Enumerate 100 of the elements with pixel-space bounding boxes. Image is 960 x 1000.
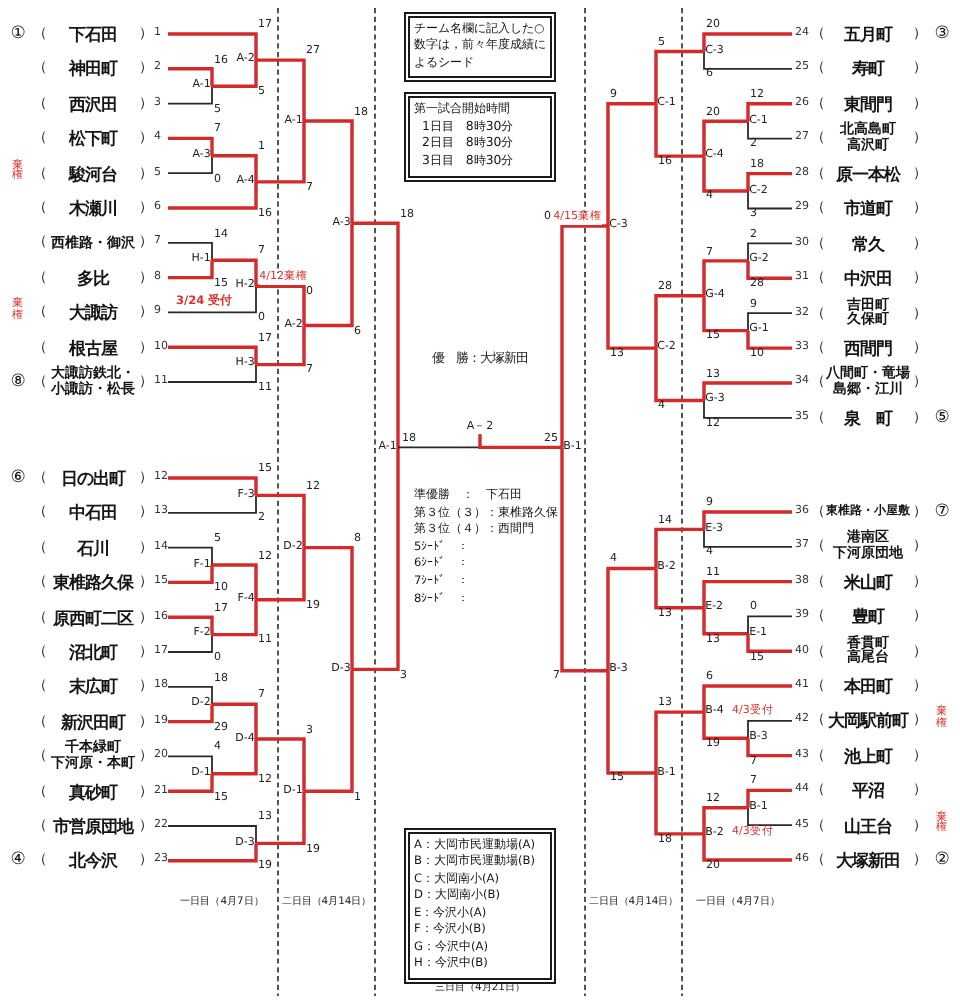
team-name: 真砂町 <box>69 782 117 800</box>
team-name: 西間門 <box>844 339 892 357</box>
bracket-line <box>478 434 562 450</box>
bracket-line <box>168 476 258 496</box>
team-name: 木瀬川 <box>69 199 117 217</box>
bracket-line <box>168 565 214 585</box>
bracket-line <box>256 493 306 548</box>
bracket-line <box>702 510 792 530</box>
team-name: 東椎路久保 <box>53 574 133 591</box>
bracket-line <box>702 712 748 740</box>
team-name: 常久 <box>852 235 884 252</box>
seed-number: ① <box>10 25 26 43</box>
team-name: 山王台 <box>844 816 892 834</box>
bracket-line <box>304 119 354 224</box>
seed-number: ③ <box>934 25 950 43</box>
bracket-line <box>606 225 656 350</box>
bracket-line <box>702 259 748 296</box>
field-key-box <box>404 828 556 984</box>
bracket-line <box>212 258 258 287</box>
team-name: 中沢田 <box>844 269 892 287</box>
bracket-line <box>702 684 792 713</box>
bracket-line <box>168 843 258 863</box>
bracket-line <box>256 791 306 846</box>
bracket-line <box>212 154 258 182</box>
bracket-line <box>746 171 792 192</box>
bracket-line <box>606 102 656 226</box>
bracket-line <box>702 579 792 608</box>
team-name: 神田町 <box>69 60 117 78</box>
team-name: 駿河台 <box>69 164 117 182</box>
bracket-line <box>167 494 257 514</box>
bracket-line <box>352 221 400 448</box>
bracket-line <box>702 381 792 401</box>
team-name: 市道町 <box>844 200 892 217</box>
bracket-line <box>702 295 748 333</box>
bracket-line <box>654 49 704 104</box>
team-name: 寿町 <box>852 60 884 78</box>
bracket-line <box>747 120 793 140</box>
bracket-line <box>702 833 792 862</box>
bracket-line <box>702 156 748 193</box>
bracket-line <box>746 260 792 280</box>
bracket-line <box>212 702 258 739</box>
bracket-line <box>256 284 306 326</box>
bracket-line <box>746 633 792 653</box>
bracket-line <box>168 345 258 365</box>
seed-number: ⑤ <box>934 409 950 427</box>
bracket-line <box>167 825 257 845</box>
bracket-line <box>212 739 258 776</box>
team-name: 西沢田 <box>69 95 117 112</box>
bracket-line <box>702 806 748 834</box>
bracket-line <box>168 773 214 793</box>
bracket-line <box>256 325 306 367</box>
bracket-line <box>606 566 656 671</box>
team-name: 下石田 <box>69 25 117 43</box>
team-name: 根古屋 <box>69 338 117 356</box>
team-name: 泉 町 <box>844 409 892 427</box>
team-name: 松下町 <box>69 130 117 147</box>
bracket-line <box>747 806 793 827</box>
seed-number: ⑦ <box>934 503 950 521</box>
bracket-line <box>167 755 213 775</box>
team-name: 多比 <box>77 269 109 286</box>
team-name: 豊町 <box>852 608 884 625</box>
bracket-line <box>702 32 792 52</box>
bracket-line <box>168 704 214 724</box>
bracket-line <box>747 242 793 262</box>
schedule-box <box>404 92 556 182</box>
bracket-line <box>746 788 792 808</box>
team-name: 石川 <box>77 539 109 556</box>
team-name: 本田町 <box>844 677 892 695</box>
team-name: 市営原団地 <box>53 817 133 835</box>
bracket-line <box>168 136 214 156</box>
bracket-line <box>168 615 214 635</box>
bracket-line <box>746 330 792 350</box>
bracket-line <box>168 67 214 87</box>
seed-number: ② <box>934 851 950 869</box>
team-name: 沼北町 <box>69 643 117 661</box>
bracket-line <box>256 547 306 602</box>
team-name: 原一本松 <box>836 165 900 182</box>
seed-number: ④ <box>10 852 26 870</box>
bracket-line <box>747 719 793 740</box>
team-name: 米山町 <box>844 573 892 590</box>
bracket-line <box>167 285 257 314</box>
bracket-line <box>256 58 306 121</box>
bracket-line <box>304 223 354 328</box>
bracket-line <box>168 32 258 61</box>
bracket-line <box>167 85 213 105</box>
bracket-line <box>606 670 656 775</box>
bracket-line <box>167 154 213 175</box>
team-name: 日の出町 <box>61 469 125 487</box>
bracket-line <box>747 615 793 635</box>
team-name: 大諏訪 <box>69 304 117 321</box>
seed-number: ⑧ <box>10 373 26 391</box>
note-box <box>404 12 556 83</box>
bracket-line <box>560 224 608 448</box>
bracket-line <box>212 60 258 88</box>
team-name: 大塚新田 <box>836 851 900 869</box>
bracket-line <box>212 599 258 637</box>
bracket-line <box>304 545 354 670</box>
bracket-line <box>702 607 748 636</box>
team-name: 原西町二区 <box>53 608 133 626</box>
bracket-line <box>560 447 608 673</box>
